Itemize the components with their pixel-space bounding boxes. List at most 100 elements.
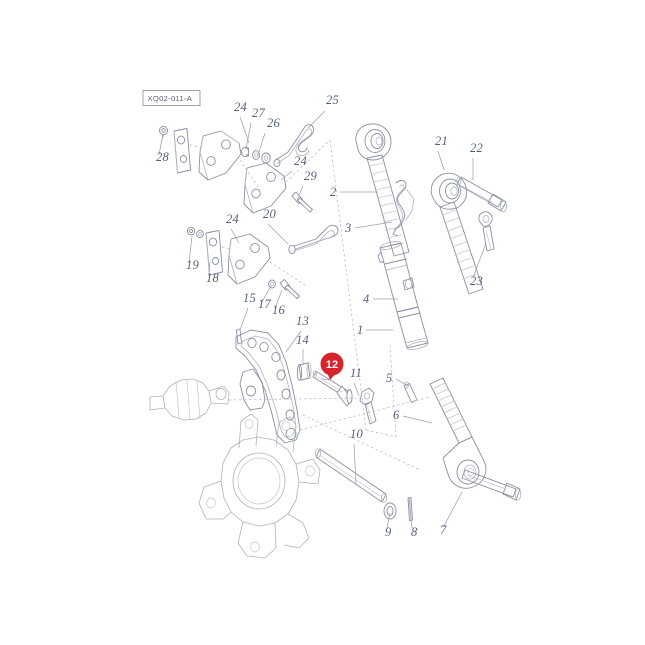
callout-number-c26: 26 [267,116,280,130]
callout-number-c9: 9 [385,525,392,539]
part-24-washer-small [273,158,281,168]
part-15-pin [236,328,242,345]
reference-code-text: XQ02-011-A [148,94,193,103]
construction-line-e [221,246,232,250]
construction-line-a [189,144,204,149]
callout-number-c24a: 24 [234,100,247,114]
part-steering-knuckle [198,413,321,559]
callout-number-c14: 14 [296,333,309,347]
part-21-ball-joint [430,172,484,295]
callout-number-c8: 8 [411,525,418,539]
leader-line-28 [158,133,164,156]
callout-number-c20: 20 [263,207,276,221]
highlight-circle[interactable] [320,352,344,376]
callout-number-c22: 22 [470,141,483,155]
part-16-bolt [279,279,300,299]
leader-line-19 [188,235,193,264]
leader-line-21 [437,150,445,171]
callout-number-c7: 7 [440,523,447,537]
leader-line-8 [408,497,413,529]
part-14-spacer [296,362,312,381]
part-28-fastener [159,125,168,138]
highlight-leader-line [321,378,331,381]
construction-line-d [285,139,331,183]
callout-number-c10: 10 [350,427,363,441]
part-22-bolt [456,176,507,213]
callout-number-c13: 13 [296,314,309,328]
callout-number-c23: 23 [470,274,483,288]
assembly-guide-lines [228,139,431,471]
leader-line-24 [230,228,240,244]
part-29-bolt [291,191,313,213]
group-center-fasteners [296,362,377,425]
leader-line-23 [472,242,487,279]
leader-line-7 [443,491,463,527]
part-9-washer [383,502,397,520]
callout-number-c25: 25 [326,93,339,107]
callout-number-c4: 4 [363,292,369,306]
part-27-bushing [240,146,250,158]
part-10-long-rod [314,448,387,503]
part-7-bolt [461,469,522,501]
part-12-bolt [312,370,353,407]
callout-number-c17: 17 [258,297,271,311]
callout-number-c28: 28 [156,150,169,164]
part-24-bracket-upper [198,130,242,181]
part-18-flat-plate [173,128,191,174]
part-6-threaded-rod [429,377,487,489]
leader-line-16 [274,289,283,309]
part-23-lever [478,211,495,252]
callout-number-c1: 1 [357,323,363,337]
leader-line-5 [395,378,409,387]
part-13-control-arm [235,329,301,444]
highlight-badge-12[interactable]: 12 [320,352,344,381]
callout-number-c21: 21 [435,134,448,148]
leader-line-3 [354,221,393,229]
part-21-threads [441,209,477,280]
part-19b-washer [196,229,204,239]
callout-number-c19: 19 [186,258,199,272]
part-3-spring-clip [392,180,415,237]
leader-line-10 [353,443,357,485]
callout-number-c29: 29 [304,169,317,183]
part-cv-shaft-boot [149,378,230,421]
part-18-flat-plate-2 [205,230,223,276]
leader-line-24 [239,116,250,144]
callout-number-c18: 18 [206,271,219,285]
part-24-bracket-middle [227,233,271,285]
part-20-long-clip [288,224,339,255]
part-26b-washer [261,152,271,164]
part-25-spring-clip [275,124,314,164]
leader-line-15 [239,307,249,331]
callout-number-c24c: 24 [226,212,239,226]
callout-number-c15: 15 [243,291,256,305]
part-2-threads [368,162,405,247]
callout-leader-lines [158,110,487,529]
leader-line-18 [208,261,211,277]
group-top-left-brackets [159,124,331,214]
part-2-ball-joint [355,123,410,257]
construction-line-c [239,159,261,191]
part-4-cylinder [377,241,429,350]
callout-number-c11: 11 [350,366,362,380]
leader-line-20 [267,223,289,245]
leader-line-29 [296,185,304,201]
group-axle-knuckle-assembly [149,329,321,559]
callout-number-c6: 6 [393,408,400,422]
reference-code-box: XQ02-011-A [142,90,201,106]
part-17-washer [268,279,276,289]
leader-line-13 [285,330,302,353]
group-lift-rod-assembly [355,123,429,350]
leader-line-17 [261,285,272,303]
group-lower-link-assembly [314,377,522,521]
leader-line-11 [353,382,360,397]
leader-line-6 [402,415,433,424]
leader-line-24 [280,170,293,181]
part-11-lever [359,387,377,425]
leader-line-25 [307,110,326,129]
callout-number-c5: 5 [386,371,392,385]
part-26-bushing [252,150,260,160]
